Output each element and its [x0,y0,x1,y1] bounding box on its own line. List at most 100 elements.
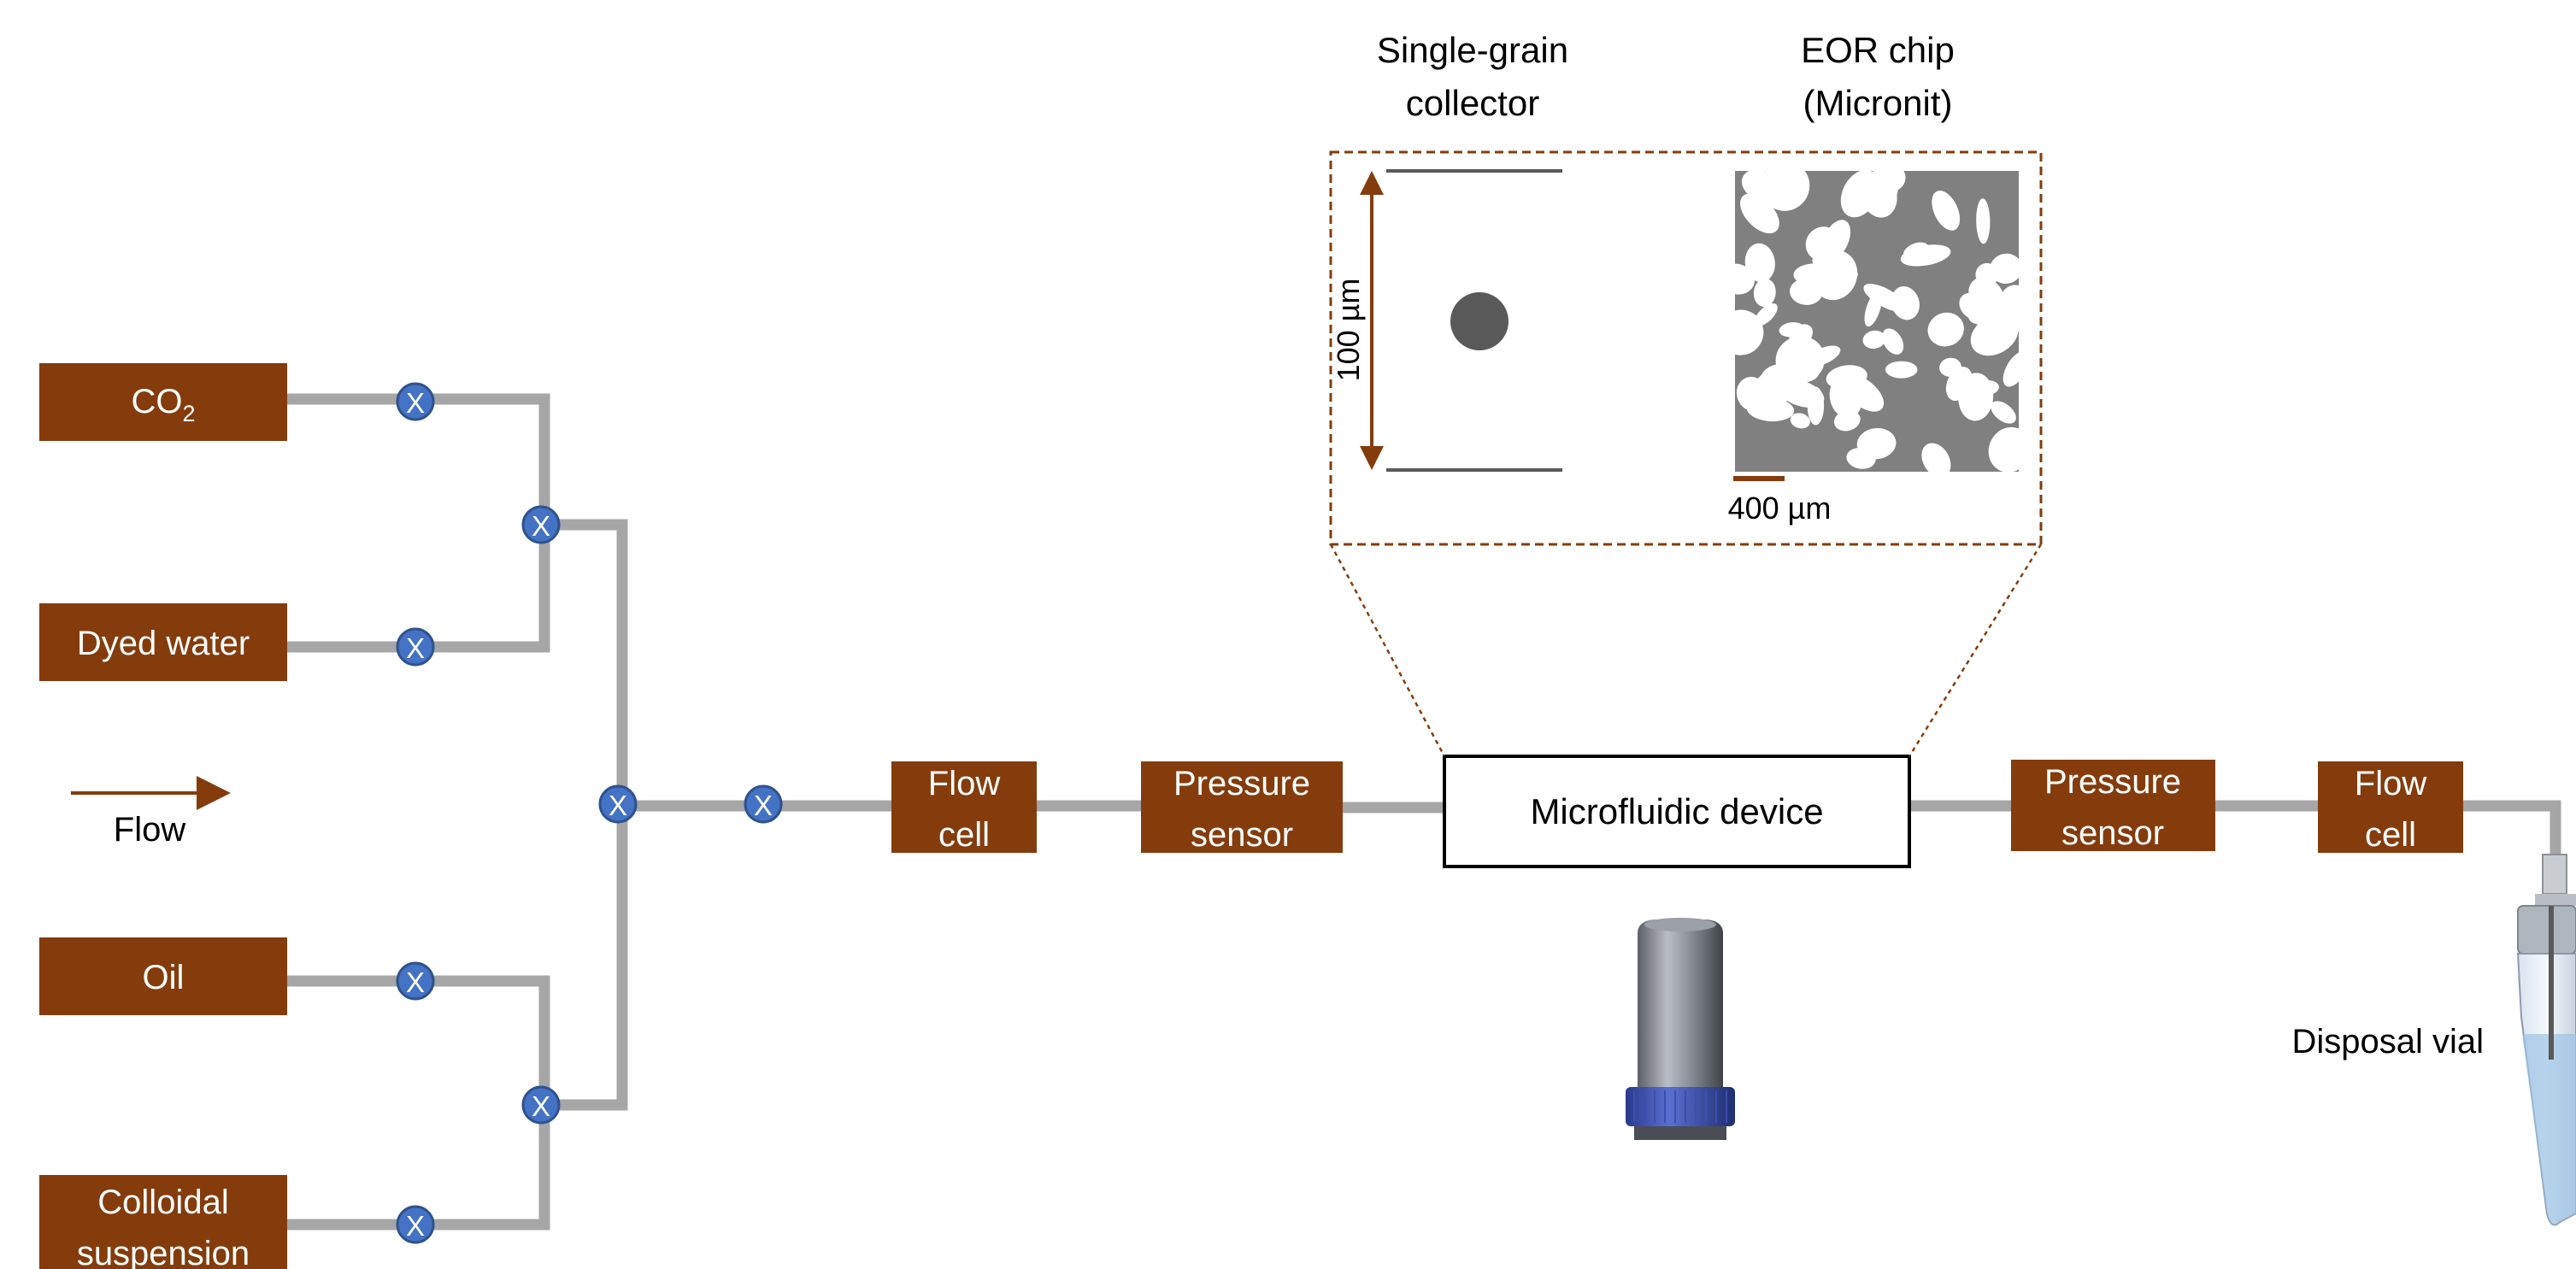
single-grain-title-2: collector [1406,83,1539,123]
disposal-vial-label: Disposal vial [2291,1023,2484,1060]
scale-label-400um: 400 µm [1728,491,1832,526]
pore-blob [1862,330,1886,349]
valve-top-junction: X [521,505,561,544]
tube-cell-to-vial [2457,800,2561,861]
source-oil: Oil [39,937,287,1015]
pore-blob [1744,243,1775,283]
tube-dyed-water [281,519,550,653]
co2-label: CO [131,383,182,420]
pressure-sensor-outlet-label-1: Pressure [2044,763,2181,801]
valve-colloidal: X [396,1205,435,1244]
pore-blob [1921,443,1951,472]
colloidal-label-line-1: Colloidal [97,1184,228,1221]
valve-symbol: X [406,966,425,998]
grain-collector [1450,292,1509,350]
zoom-line-right [1908,543,2043,757]
pore-blob [1864,291,1882,327]
pore-blob [1988,426,2019,472]
single-grain-collector: 100 µm [1331,169,1562,472]
flow-cell-inlet-label-2: cell [938,816,990,854]
microscope-objective-icon [1626,918,1735,1140]
flow-cell-outlet-label-2: cell [2365,816,2416,854]
tube-bottom-merge [538,797,628,1111]
pore-blob [1885,361,1918,379]
pore-blob [1958,373,1994,421]
pore-blob [1790,413,1810,429]
pore-blob [1772,171,1791,190]
pore-blob [1878,171,1898,203]
microfluidic-device: Microfluidic device [1443,755,1911,868]
eor-chip-title-2: (Micronit) [1803,83,1953,123]
arrow-head-down [1360,446,1384,470]
pore-blob [1735,309,1764,355]
valve-symbol: X [406,387,425,419]
pore-blob [1974,290,2019,322]
colloidal-label-line-2: suspension [77,1235,250,1269]
pore-blob [1754,303,1778,326]
valve-main-line: X [744,784,783,824]
pore-blob [1979,333,1999,351]
pore-blob [1903,242,1930,261]
pore-blob [2003,351,2019,387]
pore-blob [1882,328,1904,355]
valve-dyed-water: X [396,627,435,667]
pressure-sensor-inlet: Pressure sensor [1141,761,1343,854]
flow-cell-inlet-label-1: Flow [928,765,1001,802]
tube-colloidal [281,1099,550,1231]
flow-cell-outlet: Flow cell [2318,761,2463,854]
tube-co2 [281,393,550,531]
microfluidic-device-label: Microfluidic device [1530,791,1823,831]
pore-blob [1856,427,1897,460]
source-dyed-water: Dyed water [39,603,287,681]
pressure-sensor-inlet-label-1: Pressure [1173,765,1310,802]
pore-blob [1991,401,2016,424]
flow-legend-label: Flow [114,811,186,849]
valve-co2: X [396,382,435,421]
flow-legend: Flow [71,776,231,849]
valves: X X X X X X X X [396,382,783,1244]
pore-blob [1812,250,1858,301]
pore-blob [1805,345,1841,367]
pore-blob [1863,284,1907,312]
pore-blob [1735,263,1755,295]
valve-oil: X [396,961,435,1001]
pressure-sensor-outlet: Pressure sensor [2011,760,2215,852]
tubing [281,393,2561,1231]
tube-oil [281,975,550,1111]
oil-label: Oil [143,959,185,996]
valve-symbol: X [754,790,773,821]
pore-blob [1932,191,1961,231]
pore-blob [1740,193,1779,234]
pore-blob [1976,198,1991,244]
pore-blob [1840,171,1879,218]
pore-blob [1753,278,1776,308]
disposal-vial-icon [2516,854,2576,1226]
zoom-inset: Single-grain collector EOR chip (Microni… [1329,30,2043,757]
tube-top-merge [538,519,628,809]
valve-symbol: X [609,790,627,821]
pore-blob [1833,410,1861,432]
svg-text:CO2: CO2 [131,383,195,426]
flow-cell-inlet: Flow cell [891,761,1037,854]
single-grain-title-1: Single-grain [1377,30,1568,70]
eor-chip-image: 400 µm [1728,171,2019,526]
pore-blob [1779,322,1805,338]
valve-symbol: X [406,1210,425,1242]
pore-blob [1975,262,1999,286]
eor-chip-title-1: EOR chip [1801,30,1955,70]
zoom-line-left [1329,543,1446,757]
pressure-sensor-outlet-label-2: sensor [2061,814,2164,852]
source-co2: CO2 [39,363,287,441]
valve-bottom-junction: X [521,1085,561,1125]
valve-symbol: X [532,1090,550,1122]
valve-symbol: X [532,510,550,542]
pore-blob [1829,375,1863,419]
pore-blob [1805,226,1840,261]
pressure-sensor-inlet-label-2: sensor [1191,816,1293,854]
valve-main-junction: X [598,784,638,824]
arrow-head-up [1360,171,1384,195]
co2-subscript: 2 [182,401,195,426]
source-colloidal-suspension: Colloidal suspension [39,1175,287,1269]
pore-blob [1750,367,1796,410]
